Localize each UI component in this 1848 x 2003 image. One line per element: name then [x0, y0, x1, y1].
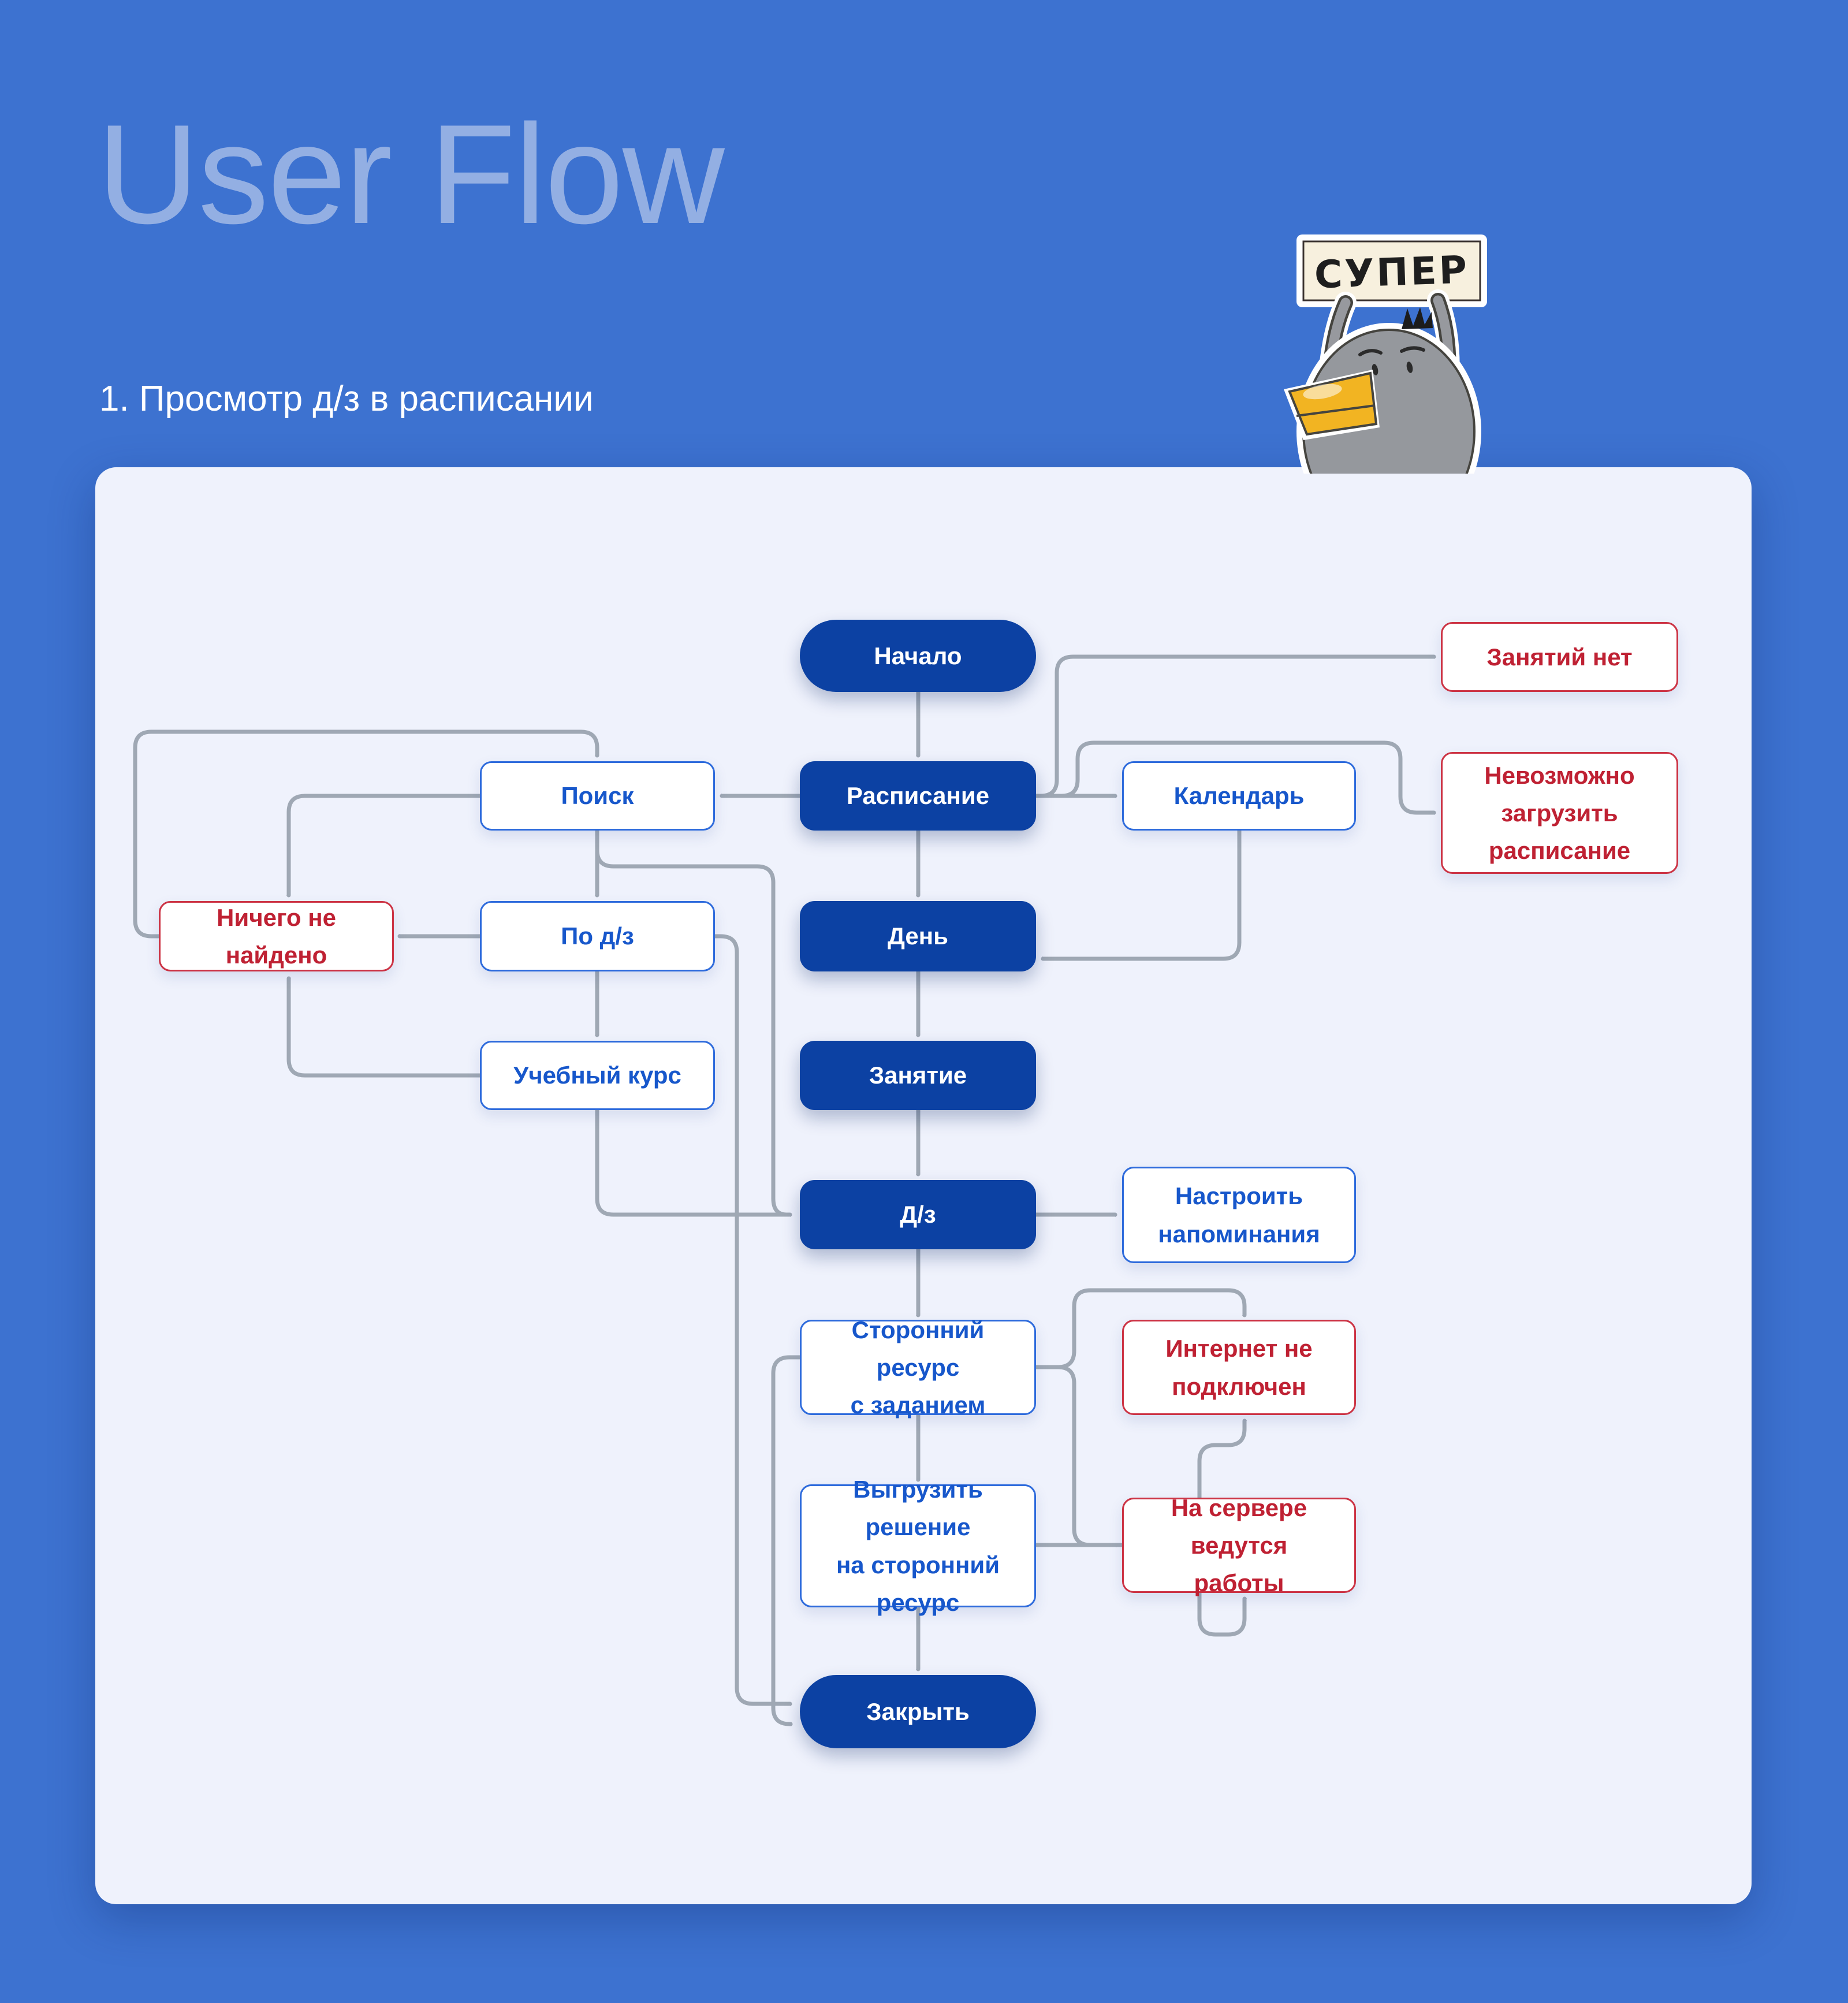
node-zanyatij-net: Занятий нет [1441, 622, 1678, 692]
node-nastroit-napominaniya: Настроить напоминания [1122, 1167, 1356, 1263]
node-na-servere-raboty: На сервере ведутся работы [1122, 1494, 1356, 1596]
page-title: User Flow [97, 95, 725, 253]
node-internet-ne-podklyuchen: Интернет не подключен [1122, 1320, 1356, 1415]
penguin-eye [1406, 362, 1413, 373]
node-poisk: Поиск [480, 761, 715, 831]
penguin-beak [1288, 371, 1378, 436]
sticker-sign [1302, 240, 1481, 301]
node-po-dz: По д/з [480, 901, 715, 971]
penguin-hair [1402, 307, 1433, 329]
node-uchebny-kurs: Учебный курс [480, 1041, 715, 1110]
node-raspisanie: Расписание [800, 761, 1036, 831]
page-subtitle: 1. Просмотр д/з в расписании [99, 379, 594, 419]
node-dz: Д/з [800, 1180, 1036, 1249]
node-zanyatie: Занятие [800, 1041, 1036, 1110]
node-storonniy-resurs: Сторонний ресурс с заданием [800, 1316, 1036, 1419]
node-den: День [800, 901, 1036, 971]
node-kalendar: Календарь [1122, 761, 1356, 831]
node-nevozmozhno-zagruzit: Невозможно загрузить расписание [1441, 752, 1678, 874]
node-vygruzit-reshenie: Выгрузить решение на сторонний ресурс [800, 1476, 1036, 1616]
node-nachalo: Начало [800, 620, 1036, 692]
sticker-sign-text: СУПЕР [1314, 247, 1470, 297]
node-zakryt: Закрыть [800, 1675, 1036, 1748]
penguin-eye [1372, 364, 1378, 375]
node-nichego-ne-najdeno: Ничего не найдено [159, 901, 394, 971]
penguin-sticker: СУПЕР [1273, 232, 1504, 540]
